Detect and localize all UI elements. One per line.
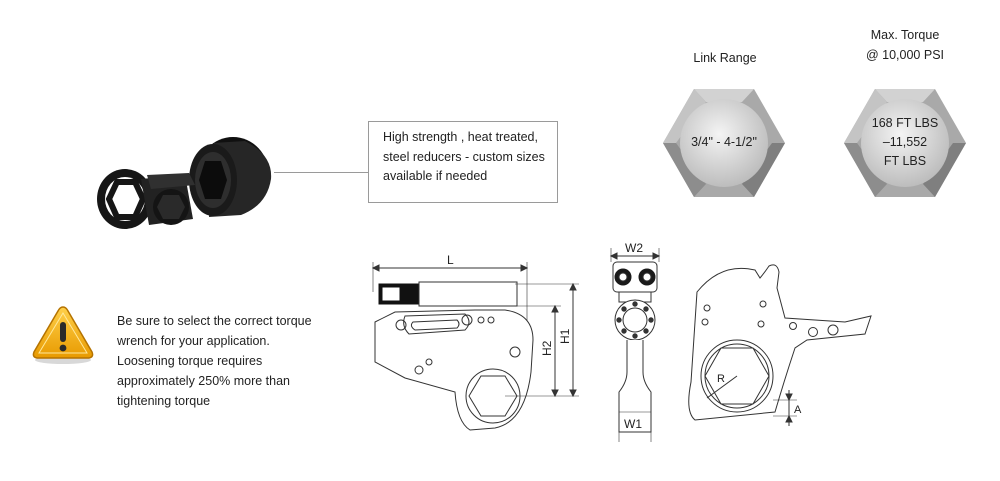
- dim-label-H1: H1: [558, 328, 572, 344]
- warning-line-3: Loosening torque requires: [117, 354, 263, 368]
- warning-line-4: approximately 250% more than: [117, 374, 291, 388]
- warning-line-1: Be sure to select the correct torque: [117, 314, 312, 328]
- reducers-image: [95, 135, 275, 235]
- callout-connector: [274, 172, 370, 173]
- link-range-badge: 3/4" - 4-1/2": [662, 88, 786, 198]
- max-torque-value-3: FT LBS: [883, 154, 927, 168]
- warning-line-2: wrench for your application.: [117, 334, 270, 348]
- link-view: R A: [688, 264, 872, 426]
- max-torque-pressure: @ 10,000 PSI: [865, 48, 944, 62]
- dim-label-W1: W1: [624, 417, 642, 431]
- link-range-title: Link Range: [693, 51, 757, 65]
- max-torque-value-1: 168 FT LBS: [871, 116, 939, 130]
- reducer-callout: High strength , heat treated, steel redu…: [368, 121, 558, 203]
- callout-line-2: steel reducers - custom sizes: [383, 149, 545, 164]
- dim-label-W2: W2: [625, 241, 643, 255]
- link-range-value: 3/4" - 4-1/2": [691, 135, 757, 149]
- hex-nut-icon: [844, 89, 966, 197]
- side-view: L H1: [371, 253, 579, 431]
- dim-label-H2: H2: [540, 340, 554, 356]
- max-torque-value-2: –11,552: [882, 135, 928, 149]
- front-view: W2 W1: [609, 241, 661, 442]
- dim-label-A: A: [794, 404, 802, 416]
- dim-label-R: R: [717, 373, 725, 385]
- callout-line-3: available if needed: [383, 169, 488, 183]
- hex-nut-icon: [663, 89, 785, 197]
- wrench-dimension-drawing: L H1: [365, 232, 885, 447]
- warning-triangle-icon: [30, 304, 96, 366]
- dim-label-L: L: [447, 253, 454, 267]
- max-torque-title: Max. Torque: [870, 28, 940, 42]
- max-torque-badge: 168 FT LBS –11,552 FT LBS: [843, 88, 967, 198]
- warning-text: Be sure to select the correct torque wre…: [117, 311, 347, 411]
- warning-line-5: tightening torque: [117, 394, 211, 408]
- callout-line-1: High strength , heat treated,: [383, 130, 538, 144]
